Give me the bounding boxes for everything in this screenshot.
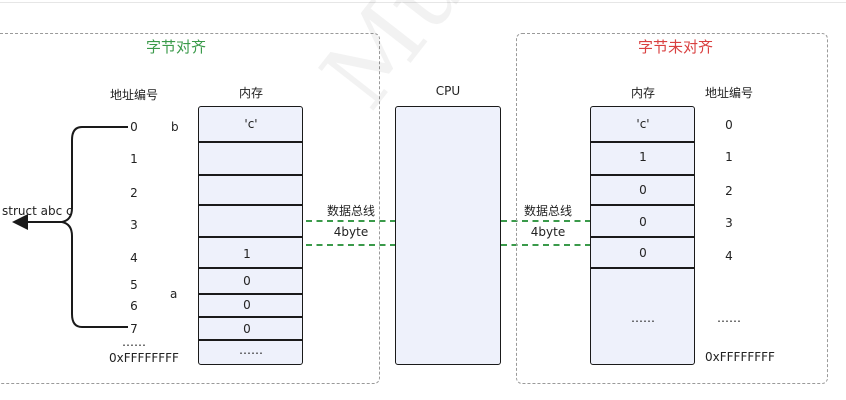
address-label: …… — [717, 311, 741, 325]
variable-b-label: b — [171, 120, 179, 134]
data-bus-line-lower — [306, 244, 396, 246]
cell-divider — [591, 267, 694, 269]
address-label: 4 — [725, 249, 733, 263]
aligned-memory-block — [198, 106, 303, 365]
address-label: 0 — [130, 120, 138, 134]
address-label: 0 — [725, 118, 733, 132]
memory-cell-value: 0 — [243, 274, 251, 288]
cell-divider — [199, 204, 302, 206]
memory-cell-value: 0 — [639, 183, 647, 197]
memory-cell-value: 'c' — [244, 117, 258, 131]
data-bus-width: 4byte — [530, 225, 566, 239]
data-bus-label: 数据总线 — [326, 204, 376, 218]
struct-brace — [61, 126, 128, 328]
memory-cell-value: 1 — [639, 150, 647, 164]
cell-divider — [199, 236, 302, 238]
cell-divider — [199, 141, 302, 143]
address-label: …… — [122, 335, 146, 349]
address-label: 1 — [725, 150, 733, 164]
cpu-header: CPU — [435, 84, 461, 98]
memory-cell-value: 'c' — [636, 117, 650, 131]
address-label: 3 — [130, 218, 138, 232]
address-label: 0xFFFFFFFF — [705, 350, 775, 364]
unaligned-memory-header: 内存 — [630, 86, 656, 100]
top-divider — [0, 2, 846, 3]
data-bus-line-upper — [306, 220, 396, 222]
address-label: 6 — [130, 299, 138, 313]
cell-divider — [199, 174, 302, 176]
unaligned-title: 字节未对齐 — [638, 38, 714, 56]
data-bus-line-upper — [501, 220, 591, 222]
cell-divider — [591, 236, 694, 238]
aligned-panel — [0, 33, 380, 384]
cell-divider — [591, 174, 694, 176]
cell-divider — [591, 141, 694, 143]
address-label: 0xFFFFFFFF — [109, 351, 179, 365]
variable-a-label: a — [170, 287, 178, 301]
aligned-title: 字节对齐 — [146, 38, 207, 56]
address-label: 4 — [130, 251, 138, 265]
data-bus-width: 4byte — [333, 225, 369, 239]
unaligned-address-header: 地址编号 — [705, 86, 754, 100]
memory-cell-value: 0 — [639, 246, 647, 260]
memory-cell-value: 0 — [243, 322, 251, 336]
memory-cell-value: …… — [631, 311, 655, 325]
address-label: 1 — [130, 152, 138, 166]
address-label: 2 — [725, 184, 733, 198]
memory-cell-value: 0 — [243, 298, 251, 312]
address-label: 2 — [130, 186, 138, 200]
data-bus-label: 数据总线 — [523, 204, 573, 218]
memory-cell-value: …… — [239, 343, 263, 357]
unaligned-panel — [516, 33, 828, 384]
unaligned-memory-block — [590, 106, 695, 365]
memory-cell-value: 0 — [639, 215, 647, 229]
address-label: 7 — [130, 322, 138, 336]
address-label: 3 — [725, 216, 733, 230]
cell-divider — [591, 204, 694, 206]
cell-divider — [199, 293, 302, 295]
aligned-memory-header: 内存 — [238, 86, 264, 100]
aligned-address-header: 地址编号 — [110, 88, 159, 102]
cell-divider — [199, 316, 302, 318]
memory-cell-value: 1 — [243, 247, 251, 261]
cell-divider — [199, 339, 302, 341]
address-label: 5 — [130, 278, 138, 292]
cpu-block — [395, 106, 501, 365]
data-bus-line-lower — [501, 244, 591, 246]
cell-divider — [199, 267, 302, 269]
